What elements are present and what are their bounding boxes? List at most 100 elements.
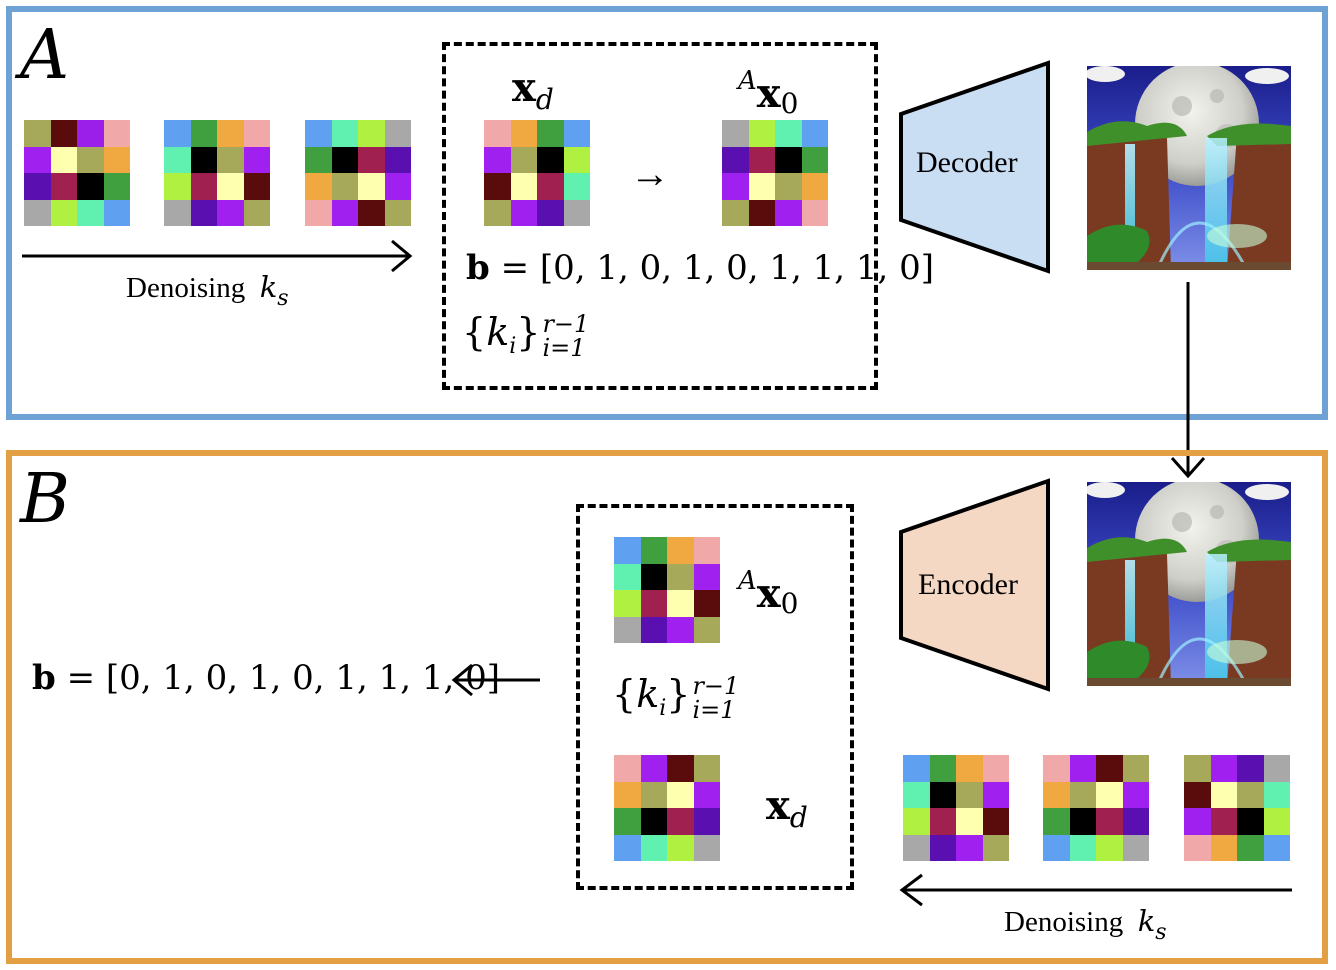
patch-cell	[537, 173, 564, 200]
patch-cell	[722, 173, 749, 200]
patch-cell	[1069, 808, 1096, 835]
keys-sup-a: r−1	[542, 309, 590, 338]
patch-cell	[667, 590, 694, 617]
panel-b	[6, 450, 1328, 964]
denoising-sub-b: s	[1155, 920, 1167, 945]
transform-arrow-a: →	[630, 151, 670, 196]
keys-var-sub-a: i	[509, 334, 517, 359]
noise-patch-b2	[1043, 755, 1149, 861]
patch-cell	[384, 199, 411, 226]
patch-cell	[1043, 834, 1070, 861]
patch-cell	[563, 199, 590, 226]
image-transfer-arrow	[1170, 282, 1206, 479]
patch-cell	[537, 199, 564, 226]
patch-cell	[190, 173, 217, 200]
patch-cell	[1043, 808, 1070, 835]
patch-cell	[484, 146, 511, 173]
patch-cell	[956, 781, 983, 808]
patch-cell	[929, 808, 956, 835]
patch-cell	[384, 146, 411, 173]
patch-cell	[331, 199, 358, 226]
keys-set-a: {ki} r−1 i=1	[462, 310, 589, 360]
keys-set-b: {ki} r−1 i=1	[612, 672, 739, 722]
patch-cell	[1237, 834, 1264, 861]
patch-cell	[722, 146, 749, 173]
patch-cell	[243, 120, 270, 147]
xd-var-a: x	[512, 64, 536, 111]
ax0-sub-a: 0	[780, 87, 799, 120]
patch-cell	[243, 146, 270, 173]
ax0-sup-b: A	[738, 566, 757, 596]
patch-cell	[164, 146, 191, 173]
patch-cell	[305, 146, 332, 173]
xd-sub-b: d	[789, 801, 808, 834]
patch-cell	[384, 173, 411, 200]
extract-arrow-b	[451, 663, 540, 697]
patch-cell	[1237, 781, 1264, 808]
patch-cell	[164, 199, 191, 226]
keys-close-b: }	[666, 672, 691, 716]
patch-cell	[640, 781, 667, 808]
patch-cell	[1096, 755, 1123, 782]
ax0-var-b: x	[756, 570, 781, 617]
keys-var-b: k	[636, 672, 660, 716]
patch-cell	[640, 537, 667, 564]
xd-patch-b	[614, 755, 720, 861]
patch-cell	[693, 808, 720, 835]
patch-cell	[775, 199, 802, 226]
patch-cell	[693, 755, 720, 782]
patch-cell	[667, 616, 694, 643]
patch-cell	[722, 199, 749, 226]
patch-cell	[614, 834, 641, 861]
patch-cell	[1210, 755, 1237, 782]
patch-cell	[903, 834, 930, 861]
keys-sub-b: i=1	[692, 695, 736, 724]
patch-cell	[982, 808, 1009, 835]
patch-cell	[614, 808, 641, 835]
keys-close-a: }	[516, 310, 541, 354]
patch-cell	[331, 146, 358, 173]
patch-cell	[358, 120, 385, 147]
patch-cell	[190, 146, 217, 173]
patch-cell	[77, 120, 104, 147]
patch-cell	[103, 146, 130, 173]
xd-sub-a: d	[535, 83, 554, 116]
patch-cell	[640, 808, 667, 835]
patch-cell	[77, 173, 104, 200]
patch-cell	[358, 146, 385, 173]
patch-cell	[510, 173, 537, 200]
patch-cell	[1096, 834, 1123, 861]
patch-cell	[1043, 781, 1070, 808]
patch-cell	[693, 781, 720, 808]
patch-cell	[510, 199, 537, 226]
patch-cell	[903, 808, 930, 835]
patch-cell	[1263, 834, 1290, 861]
patch-cell	[24, 146, 51, 173]
patch-cell	[956, 755, 983, 782]
patch-cell	[24, 173, 51, 200]
patch-cell	[640, 563, 667, 590]
patch-cell	[1069, 755, 1096, 782]
keys-sub-a: i=1	[542, 333, 586, 362]
patch-cell	[1263, 755, 1290, 782]
patch-cell	[614, 755, 641, 782]
patch-cell	[24, 199, 51, 226]
patch-cell	[982, 834, 1009, 861]
patch-cell	[748, 146, 775, 173]
patch-cell	[1122, 808, 1149, 835]
b-value-b: = [0, 1, 0, 1, 0, 1, 1, 1, 0]	[66, 658, 501, 698]
patch-cell	[1122, 781, 1149, 808]
patch-cell	[1237, 808, 1264, 835]
decoder-label: Decoder	[916, 146, 1018, 179]
patch-cell	[667, 755, 694, 782]
patch-cell	[537, 120, 564, 147]
patch-cell	[510, 120, 537, 147]
ax0-label-b: Ax0	[738, 558, 798, 620]
patch-cell	[563, 146, 590, 173]
patch-cell	[693, 537, 720, 564]
patch-cell	[748, 120, 775, 147]
b-value-a: = [0, 1, 0, 1, 0, 1, 1, 1, 0]	[500, 248, 935, 288]
patch-cell	[1096, 781, 1123, 808]
patch-cell	[484, 120, 511, 147]
patch-cell	[748, 173, 775, 200]
